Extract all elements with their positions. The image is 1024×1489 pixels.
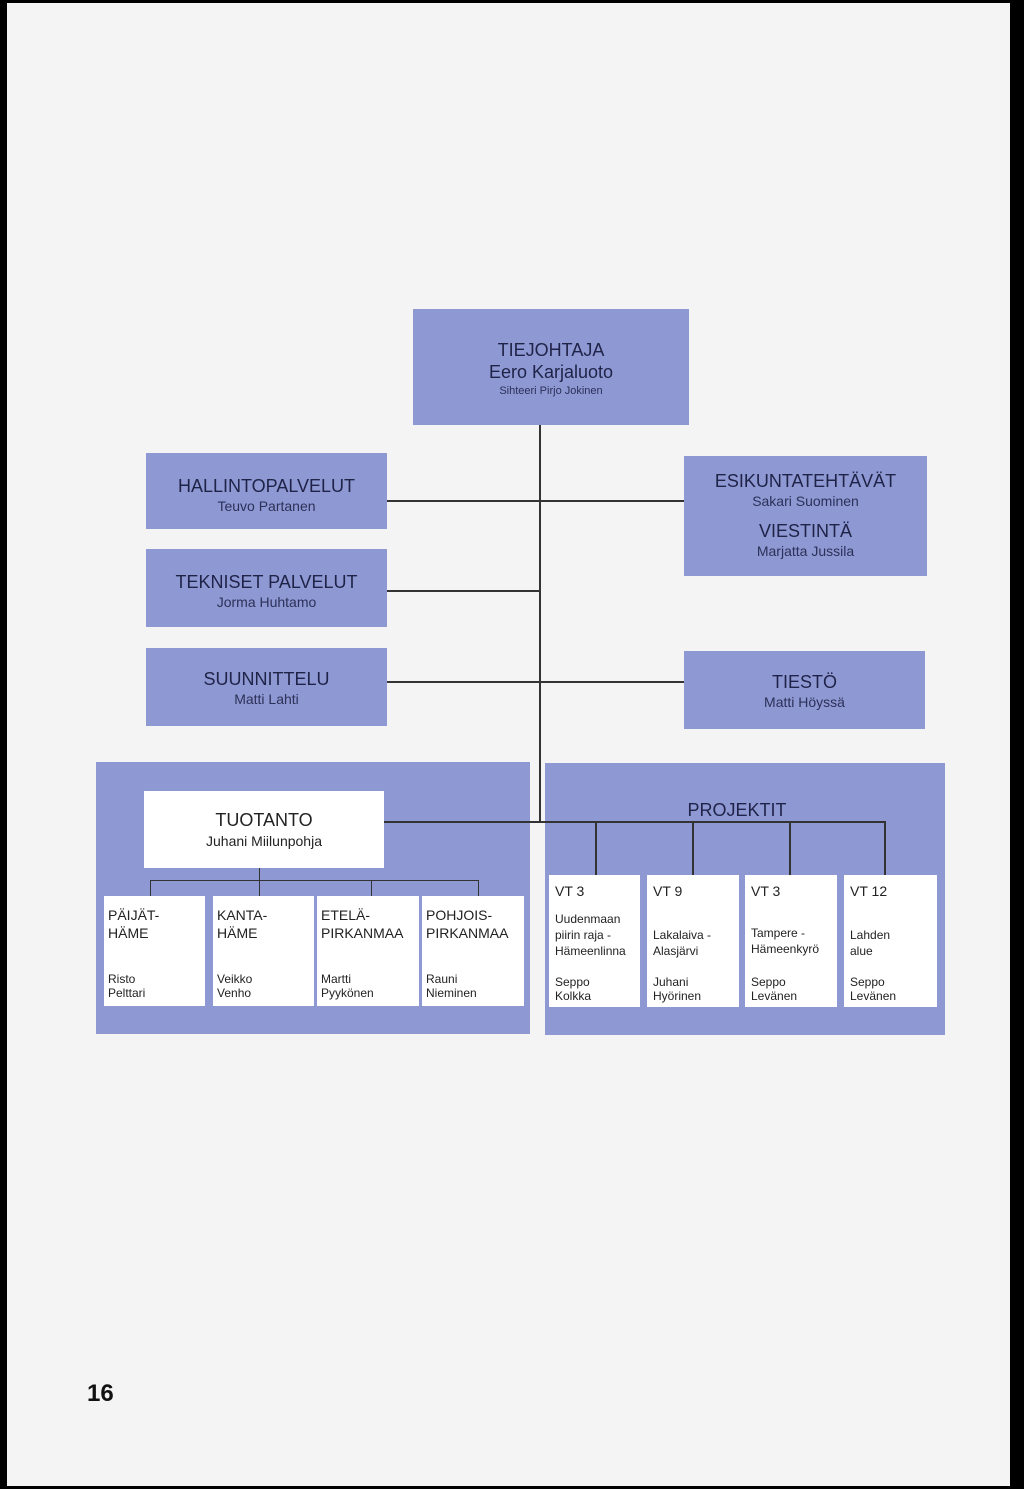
district-box: POHJOIS- PIRKANMAA Rauni Nieminen [422, 896, 524, 1006]
connector-tuotanto-projektit [384, 821, 886, 823]
unit-title-2: VIESTINTÄ [758, 521, 852, 541]
unit-suunnittelu: SUUNNITTELU Matti Lahti [146, 648, 387, 726]
production-tree-bar [150, 880, 478, 881]
page-number: 16 [87, 1380, 114, 1407]
district-box: ETELÄ- PIRKANMAA Martti Pyykönen [317, 896, 419, 1006]
unit-esikuntatehtavat: ESIKUNTATEHTÄVÄT Sakari Suominen VIESTIN… [684, 456, 927, 576]
production-head: Juhani Miilunpohja [206, 833, 322, 849]
project-head: Seppo Levänen [850, 975, 897, 1003]
district-head: Veikko Venho [217, 972, 253, 1000]
connector-hallinto-esikunta [387, 500, 684, 502]
district-name: POHJOIS- PIRKANMAA [426, 907, 509, 941]
production-tree-stem [259, 868, 260, 880]
unit-tekniset-palvelut: TEKNISET PALVELUT Jorma Huhtamo [146, 549, 387, 627]
projects-tree-drop [692, 821, 694, 875]
district-head: Rauni Nieminen [426, 972, 477, 1000]
projects-tree-drop [789, 821, 791, 875]
page: TIEJOHTAJA Eero Karjaluoto Sihteeri Pirj… [7, 3, 1010, 1486]
production-tree-drop [478, 880, 479, 896]
production-tree-drop [371, 880, 372, 896]
unit-title: SUUNNITTELU [203, 669, 330, 689]
unit-head: Jorma Huhtamo [216, 594, 317, 610]
director-box: TIEJOHTAJA Eero Karjaluoto Sihteeri Pirj… [413, 309, 689, 425]
production-title: TUOTANTO [215, 810, 313, 830]
district-head: Martti Pyykönen [321, 972, 374, 1000]
project-route: Tampere - Hämeenkyrö [751, 926, 820, 956]
project-box: VT 9 Lakalaiva - Alasjärvi Juhani Hyörin… [647, 875, 739, 1007]
projects-tree-drop [884, 821, 886, 875]
unit-head: Sakari Suominen [752, 493, 859, 509]
district-head: Risto Pelttari [108, 972, 146, 1000]
unit-head: Teuvo Partanen [217, 498, 316, 514]
project-road: VT 3 [751, 883, 781, 899]
unit-title: TEKNISET PALVELUT [175, 572, 358, 592]
project-road: VT 9 [653, 883, 683, 899]
district-name: KANTA- HÄME [217, 907, 268, 941]
director-name: Eero Karjaluoto [488, 362, 614, 382]
project-box: VT 3 Tampere - Hämeenkyrö Seppo Levänen [745, 875, 837, 1007]
unit-hallintopalvelut: HALLINTOPALVELUT Teuvo Partanen [146, 453, 387, 529]
district-name: ETELÄ- PIRKANMAA [321, 907, 404, 941]
project-road: VT 3 [555, 883, 585, 899]
project-box: VT 12 Lahden alue Seppo Levänen [844, 875, 937, 1007]
project-head: Seppo Kolkka [555, 975, 592, 1003]
project-route: Lakalaiva - Alasjärvi [653, 928, 712, 958]
director-title: TIEJOHTAJA [497, 340, 605, 360]
connector-trunk [539, 423, 541, 823]
unit-title: TIESTÖ [771, 672, 837, 692]
project-route: Uudenmaan piirin raja - Hämeenlinna [555, 912, 626, 958]
connector-tekniset [387, 590, 540, 592]
unit-title: ESIKUNTATEHTÄVÄT [714, 471, 897, 491]
district-name: PÄIJÄT- HÄME [108, 907, 160, 941]
unit-head: Matti Lahti [234, 691, 299, 707]
project-route: Lahden alue [850, 928, 891, 958]
project-road: VT 12 [850, 883, 888, 899]
project-box: VT 3 Uudenmaan piirin raja - Hämeenlinna… [549, 875, 640, 1007]
district-box: PÄIJÄT- HÄME Risto Pelttari [104, 896, 205, 1006]
district-box: KANTA- HÄME Veikko Venho [213, 896, 314, 1006]
projects-tree-drop [595, 821, 597, 875]
projects-title: PROJEKTIT [687, 800, 787, 820]
director-secretary: Sihteeri Pirjo Jokinen [499, 385, 603, 397]
connector-suunnittelu-tiesto [387, 681, 684, 683]
production-head-box: TUOTANTO Juhani Miilunpohja [144, 791, 384, 868]
unit-tiesto: TIESTÖ Matti Höyssä [684, 651, 925, 729]
project-head: Juhani Hyörinen [653, 975, 702, 1003]
production-tree-drop [259, 880, 260, 896]
unit-head: Matti Höyssä [764, 694, 845, 710]
production-tree-drop [150, 880, 151, 896]
unit-head-2: Marjatta Jussila [756, 543, 855, 559]
project-head: Seppo Levänen [751, 975, 798, 1003]
unit-title: HALLINTOPALVELUT [177, 476, 356, 496]
